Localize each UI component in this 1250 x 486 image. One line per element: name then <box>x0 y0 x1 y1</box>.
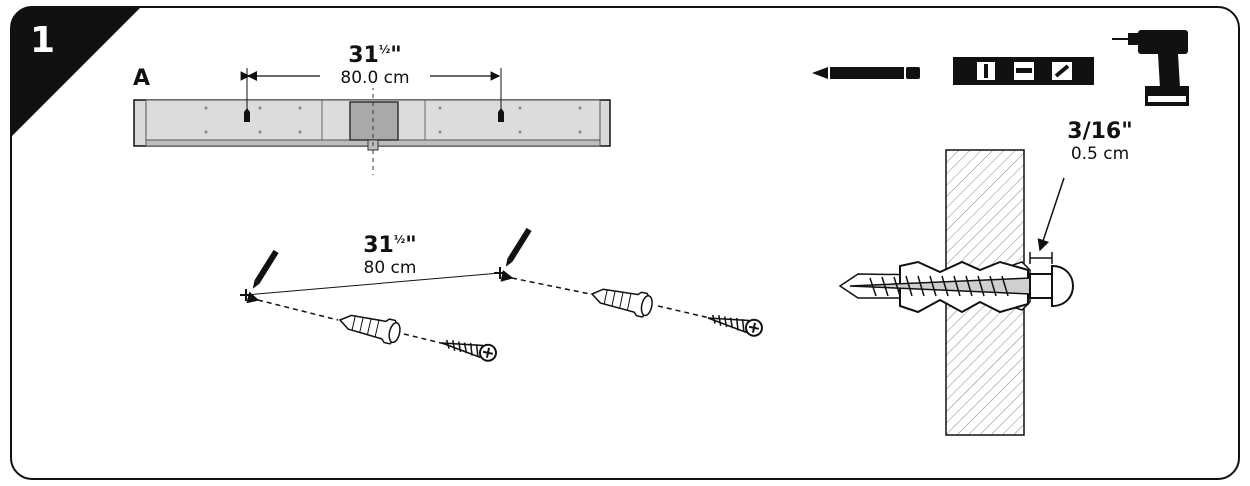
drill-depth-label: 3/16" 0.5 cm <box>1067 119 1133 165</box>
step-frame <box>10 6 1240 480</box>
wall-spacing-label: 31½" 80 cm <box>363 233 417 278</box>
pencil-mark-left <box>252 249 279 289</box>
bracket-spacing-dimension-line <box>240 68 502 112</box>
step-number: 1 <box>30 20 56 61</box>
bracket-spacing-label: 31½" 80.0 cm <box>320 38 430 88</box>
part-label-a: A <box>133 66 151 91</box>
pencil-icon <box>812 67 920 79</box>
wall-marking-diagram <box>240 227 765 364</box>
wall-bracket-a <box>133 70 611 175</box>
spirit-level-icon <box>953 57 1094 85</box>
pencil-mark-right <box>505 227 532 267</box>
wall-cross-section <box>838 149 1074 436</box>
drill-icon <box>1112 30 1189 106</box>
